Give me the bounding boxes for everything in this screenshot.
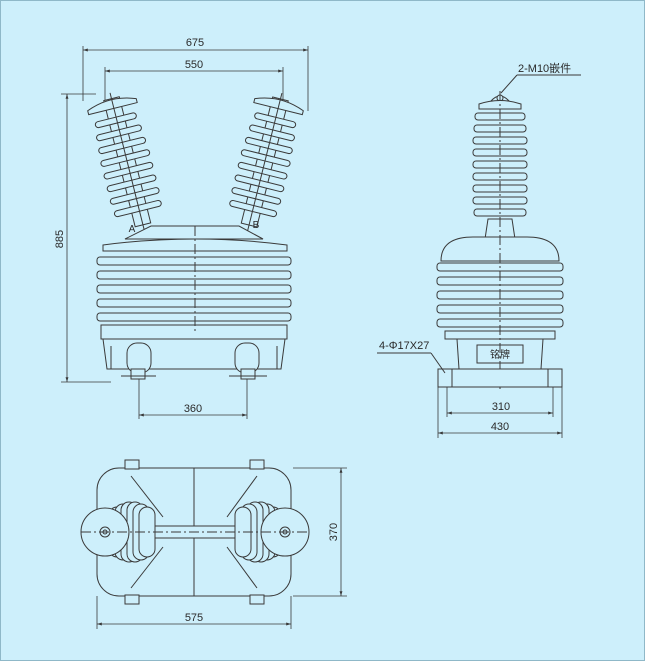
insulator-a	[87, 92, 162, 231]
insulator-b	[229, 92, 304, 231]
side-base-plate	[437, 368, 563, 388]
side-view: 2-M10嵌件 铭牌	[377, 62, 581, 438]
dim-front-inner-width: 550	[185, 59, 203, 71]
hole-label: 4-Φ17X27	[379, 340, 429, 352]
label-a: A	[129, 224, 136, 235]
top-view: 370 575	[80, 459, 347, 629]
dim-top-width: 575	[185, 612, 203, 624]
dim-top-depth: 370	[328, 523, 340, 541]
dim-front-total-width: 675	[186, 37, 204, 49]
nameplate-label: 铭牌	[490, 348, 510, 361]
mount-tab-br	[249, 594, 265, 605]
insert-label: 2-M10嵌件	[518, 62, 571, 75]
front-body-sheds	[96, 238, 292, 340]
mount-tab-tl	[124, 459, 140, 470]
dim-side-inner-width: 310	[492, 401, 510, 413]
label-b: B	[253, 220, 260, 231]
front-terminal-left	[121, 342, 156, 380]
front-view: 675 550 885 A	[54, 37, 309, 419]
mount-tab-bl	[124, 594, 140, 605]
dim-base-spacing: 360	[184, 403, 202, 415]
dim-side-total-width: 430	[491, 421, 509, 433]
front-terminal-right	[229, 342, 267, 380]
mount-tab-tr	[249, 459, 265, 470]
front-body-top	[124, 225, 264, 240]
dim-front-height: 885	[54, 230, 66, 248]
